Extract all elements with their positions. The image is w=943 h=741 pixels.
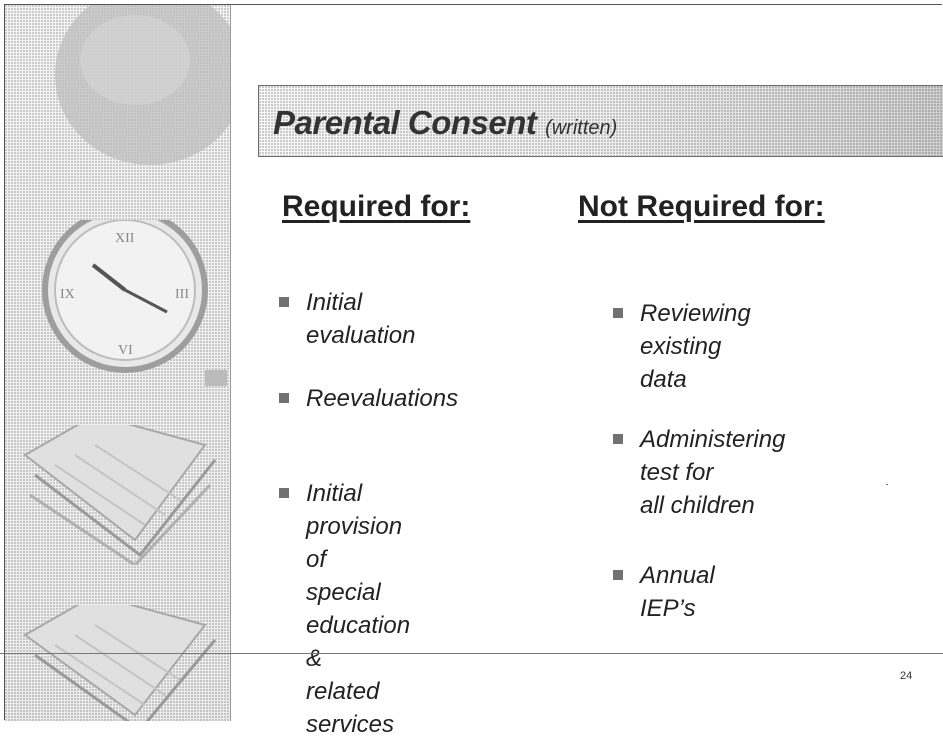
title-subtitle: (written)	[545, 117, 618, 139]
list-item: Reevaluations	[279, 382, 458, 415]
decorative-sidebar: XII III VI IX	[5, 5, 230, 721]
bullet-icon	[613, 308, 623, 318]
list-item-text: Initial evaluation	[306, 289, 416, 349]
globe-image	[55, 5, 230, 165]
title-bar: Parental Consent (written)	[258, 85, 943, 157]
not-required-heading: Not Required for:	[578, 190, 825, 223]
required-heading: Required for:	[282, 190, 471, 223]
footer-divider	[0, 653, 943, 654]
svg-text:III: III	[175, 287, 189, 302]
bullet-icon	[613, 570, 623, 580]
list-item-text: Reevaluations	[306, 385, 459, 412]
list-item: Reviewing existing data	[613, 297, 751, 396]
list-item: Administering test for all children	[613, 423, 785, 522]
svg-text:VI: VI	[118, 343, 133, 358]
books-image-2	[23, 605, 217, 721]
scan-speck	[886, 484, 888, 485]
slide-title: Parental Consent (written)	[273, 104, 617, 142]
bullet-icon	[279, 488, 289, 498]
bullet-icon	[279, 393, 289, 403]
list-item-text: Administering test for all children	[640, 426, 786, 519]
svg-text:IX: IX	[60, 287, 75, 302]
list-item: Initial evaluation	[279, 286, 415, 352]
svg-text:XII: XII	[115, 231, 135, 246]
sidebar-divider	[230, 5, 231, 721]
clock-image: XII III VI IX	[42, 220, 227, 386]
page-number: 24	[900, 670, 913, 682]
list-item-text: Annual IEP’s	[640, 562, 715, 622]
slide-frame	[4, 4, 942, 720]
bullet-icon	[279, 297, 289, 307]
books-image	[23, 425, 217, 565]
bullet-icon	[613, 434, 623, 444]
list-item-text: Initial provision of special education &…	[306, 480, 411, 738]
list-item: Annual IEP’s	[613, 559, 715, 625]
list-item: Initial provision of special education &…	[279, 477, 410, 741]
list-item-text: Reviewing existing data	[640, 300, 751, 393]
title-main: Parental Consent	[273, 104, 537, 141]
